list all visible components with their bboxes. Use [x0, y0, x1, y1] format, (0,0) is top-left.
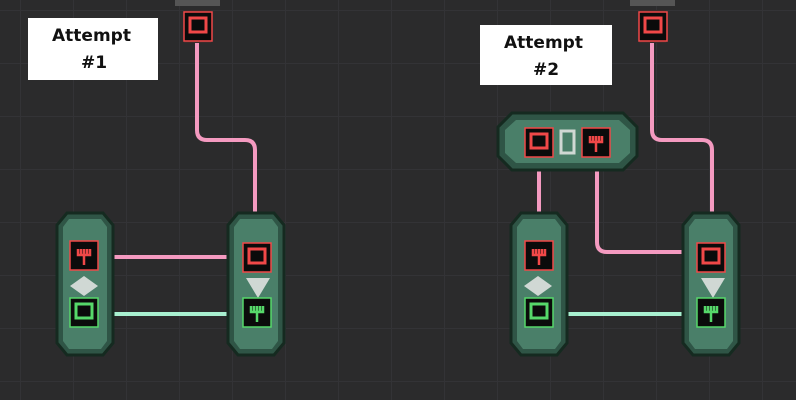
wire-pink-1	[100, 42, 257, 259]
buffer-gate-2	[681, 211, 741, 357]
and-gate-2	[509, 211, 569, 357]
ceiling-tile	[175, 0, 220, 6]
attempt-2-label: Attempt #2	[480, 25, 612, 85]
signal-switch-2	[637, 10, 669, 43]
and-gate-1	[55, 211, 115, 357]
label-line1: Attempt	[52, 26, 131, 46]
label-line2: #2	[533, 60, 560, 80]
attempt-1-label: Attempt #1	[28, 18, 158, 80]
filter-gate-2	[496, 111, 639, 172]
label-line1: Attempt	[504, 33, 583, 53]
label-line2: #1	[81, 53, 108, 73]
buffer-gate-1	[226, 211, 286, 357]
ceiling-tile	[630, 0, 675, 6]
signal-switch-1	[182, 10, 214, 43]
